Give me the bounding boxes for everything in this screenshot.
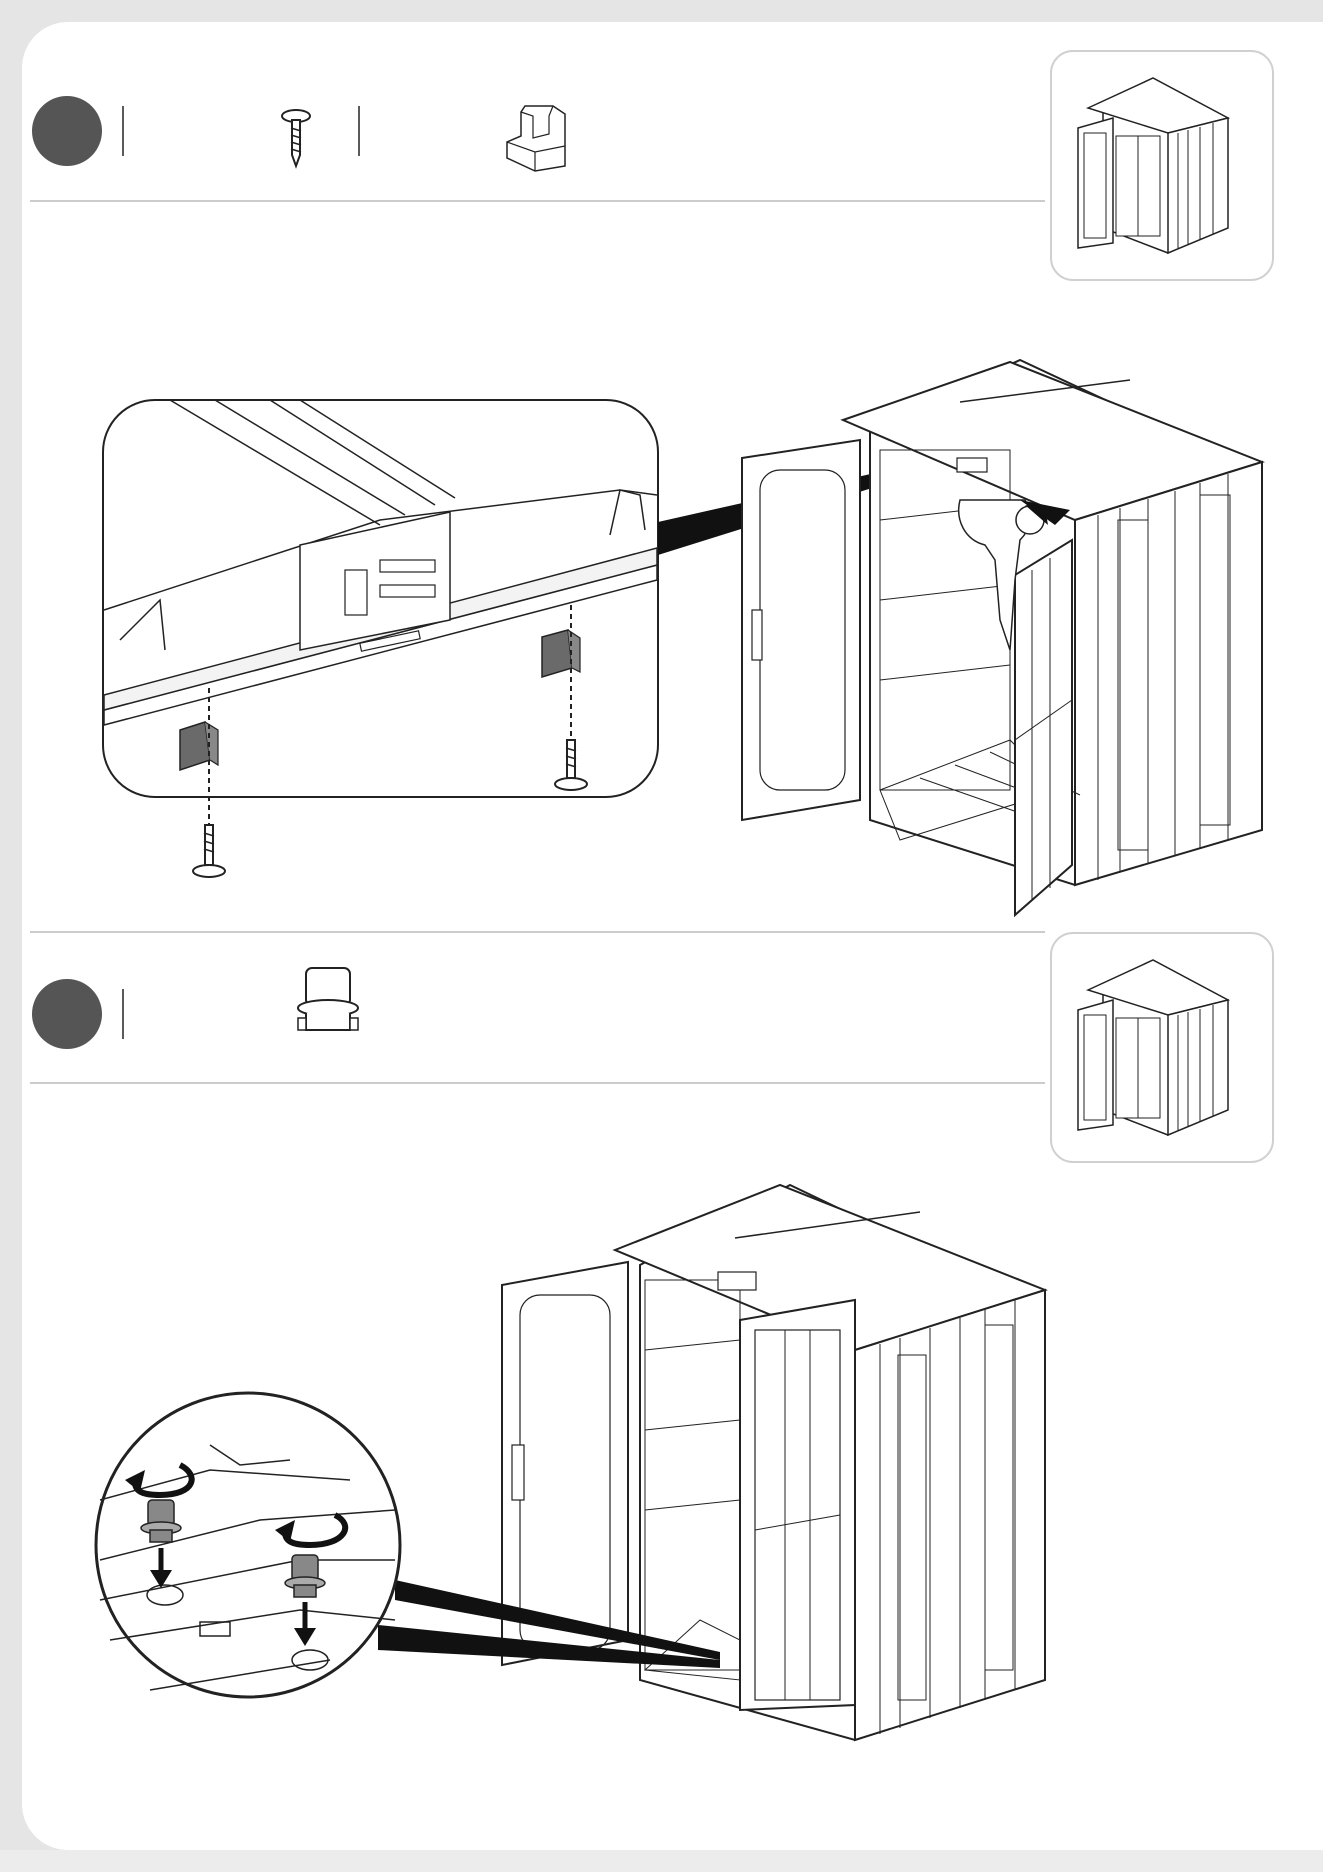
step-2-detail-inset: [96, 1393, 400, 1697]
bottom-strip: [0, 1850, 1323, 1872]
screw-icon: [193, 825, 225, 877]
floor-peg-icon: [298, 968, 358, 1030]
step-1-badge: [32, 96, 102, 166]
step-2-badge: [32, 979, 102, 1049]
step-1-thumbnail: [1051, 51, 1273, 280]
bracket-clip-icon: [507, 106, 565, 171]
step-1-shed-overview: [742, 360, 1262, 915]
step-2: [30, 933, 1273, 1740]
screw-icon: [282, 110, 310, 166]
step-1: [30, 51, 1273, 915]
step-2-thumbnail: [1051, 933, 1273, 1162]
